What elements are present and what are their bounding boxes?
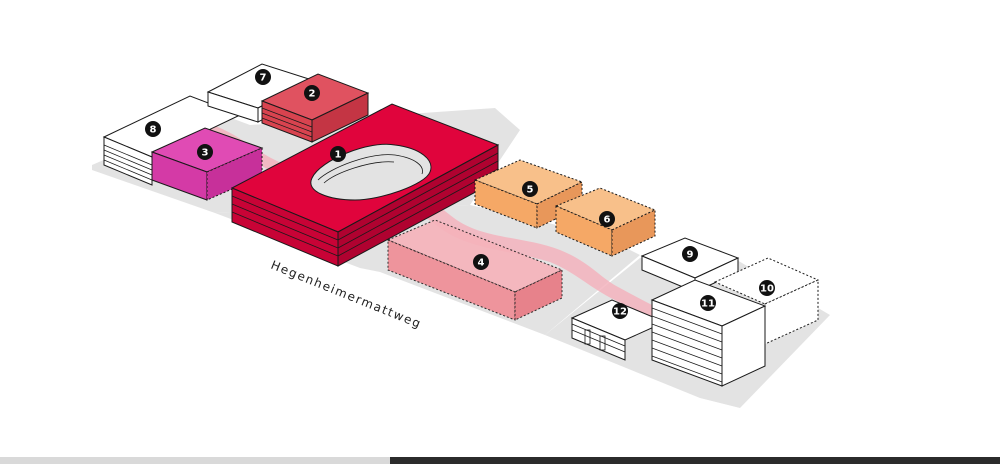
marker-number: 10 bbox=[760, 284, 774, 295]
marker-number: 1 bbox=[335, 150, 342, 161]
building-marker-8: 8 bbox=[145, 121, 161, 137]
marker-circle bbox=[522, 181, 538, 197]
building-marker-6: 6 bbox=[599, 211, 615, 227]
marker-circle bbox=[682, 246, 698, 262]
marker-circle bbox=[473, 254, 489, 270]
marker-circle bbox=[145, 121, 161, 137]
bottom-bar bbox=[0, 457, 1000, 464]
building-marker-5: 5 bbox=[522, 181, 538, 197]
marker-number: 12 bbox=[613, 307, 627, 318]
building-marker-12: 12 bbox=[612, 303, 628, 319]
marker-circle bbox=[700, 295, 716, 311]
building-marker-1: 1 bbox=[330, 146, 346, 162]
marker-circle bbox=[599, 211, 615, 227]
building-4 bbox=[386, 219, 564, 321]
marker-number: 8 bbox=[150, 125, 157, 136]
building-marker-2: 2 bbox=[304, 85, 320, 101]
building-marker-7: 7 bbox=[255, 69, 271, 85]
marker-circle bbox=[255, 69, 271, 85]
marker-circle bbox=[330, 146, 346, 162]
marker-number: 9 bbox=[687, 250, 694, 261]
marker-number: 6 bbox=[604, 215, 611, 226]
bottom-bar-segment bbox=[0, 457, 390, 464]
building-6 bbox=[554, 187, 657, 257]
building-marker-9: 9 bbox=[682, 246, 698, 262]
building-marker-10: 10 bbox=[759, 280, 775, 296]
marker-number: 5 bbox=[527, 185, 534, 196]
building-8 bbox=[102, 95, 242, 186]
marker-number: 4 bbox=[478, 258, 485, 269]
marker-number: 11 bbox=[701, 299, 715, 310]
marker-circle bbox=[304, 85, 320, 101]
building-marker-11: 11 bbox=[700, 295, 716, 311]
marker-circle bbox=[612, 303, 628, 319]
marker-circle bbox=[759, 280, 775, 296]
marker-number: 2 bbox=[309, 89, 316, 100]
marker-number: 7 bbox=[260, 73, 267, 84]
marker-circle bbox=[197, 144, 213, 160]
marker-number: 3 bbox=[202, 148, 209, 159]
building-marker-4: 4 bbox=[473, 254, 489, 270]
building-marker-3: 3 bbox=[197, 144, 213, 160]
